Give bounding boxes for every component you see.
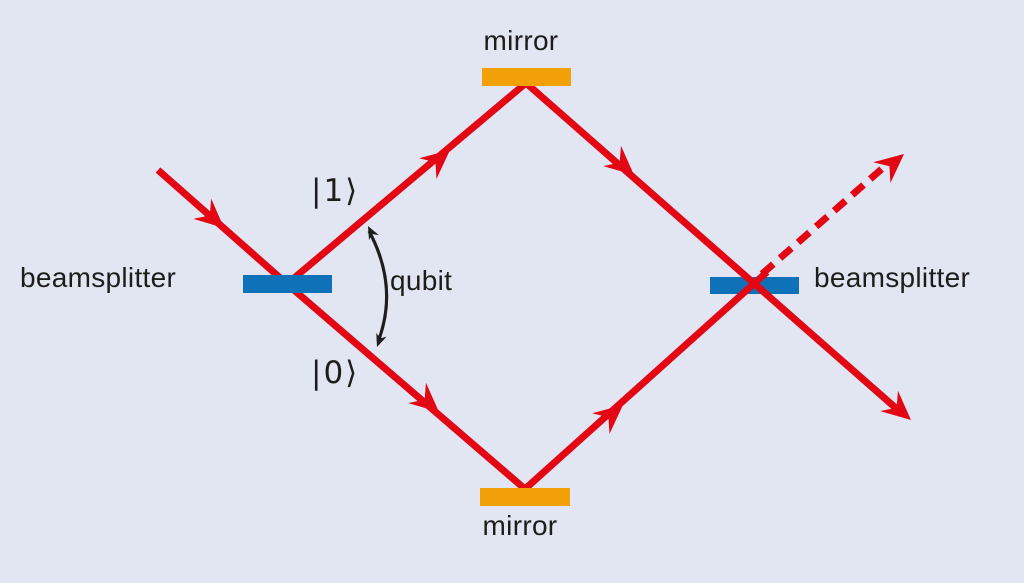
mirror-top-rect xyxy=(482,68,571,86)
ket-one-label: |1⟩ xyxy=(311,173,360,209)
ket-zero-label: |0⟩ xyxy=(311,355,360,391)
beamsplitter-left-label: beamsplitter xyxy=(20,262,177,293)
mirror-bottom-rect xyxy=(480,488,570,506)
upper-path-beam-right-and-solid-output xyxy=(523,80,901,413)
lower-path-beam-right xyxy=(522,269,770,492)
dashed-output-beam xyxy=(759,164,887,277)
arrowhead-dashed-output xyxy=(873,143,913,183)
upper-path-beam-left xyxy=(284,80,529,287)
mirror-bottom-label: mirror xyxy=(482,510,558,541)
qubit-arc xyxy=(367,230,389,343)
mirror-top-label: mirror xyxy=(483,25,559,56)
qubit-label: qubit xyxy=(390,265,453,296)
beamsplitter-left-rect xyxy=(243,275,332,293)
beamsplitter-right-label: beamsplitter xyxy=(814,262,971,293)
